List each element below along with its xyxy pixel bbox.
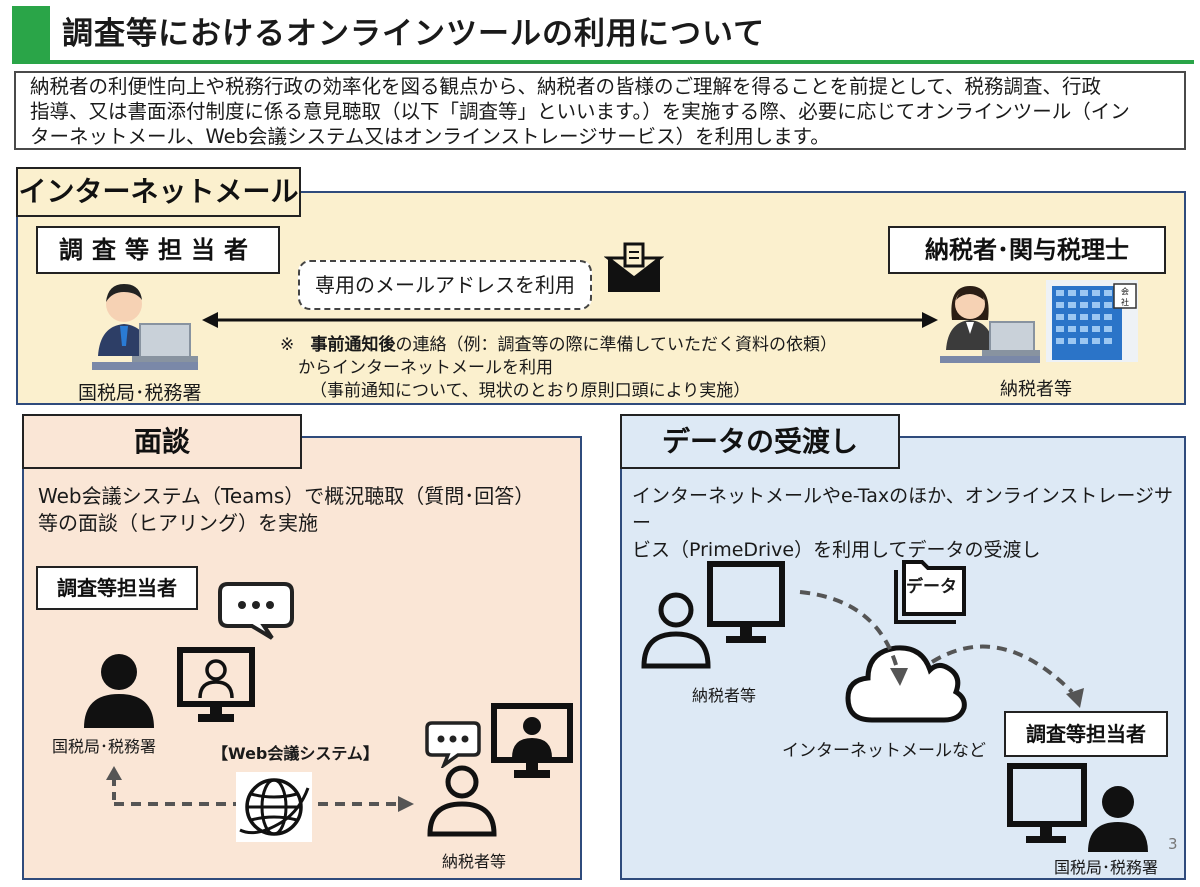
taxpayer-person-icon	[427, 765, 497, 837]
transfer-desc-line-1: インターネットメールやe-Taxのほか、オンラインストレージサー	[632, 485, 1174, 534]
transfer-description: インターネットメールやe-Taxのほか、オンラインストレージサー ビス（Prim…	[632, 483, 1177, 564]
page-title: 調査等におけるオンラインツールの利用について	[62, 16, 766, 52]
transfer-desc-line-2: ビス（PrimeDrive）を利用してデータの受渡し	[632, 539, 1041, 561]
title-accent-bar	[12, 6, 50, 60]
globe-icon	[236, 772, 312, 842]
taxpayer-at-monitor-icon	[641, 561, 785, 669]
company-sign-char-1: 会	[1121, 286, 1129, 296]
web-conference-label: 【Web会議システム】	[212, 744, 379, 763]
interview-description: Web会議システム（Teams）で概況聴取（質問･回答） 等の面談（ヒアリング）…	[38, 483, 568, 537]
intro-line-1: 納税者の利便性向上や税務行政の効率化を図る観点から、納税者の皆様のご理解を得るこ…	[30, 75, 1101, 98]
mail-note-line-2: からインターネットメールを利用	[298, 358, 553, 378]
mail-taxpayer-caption: 納税者等	[1000, 379, 1072, 400]
transfer-officer-label: 調査等担当者	[1004, 711, 1168, 757]
intro-line-2: 指導、又は書面添付制度に係る意見聴取（以下「調査等」といいます。）を実施する際、…	[30, 100, 1130, 123]
transfer-officer-caption: 国税局･税務署	[1054, 858, 1159, 877]
transfer-taxpayer-caption: 納税者等	[692, 686, 757, 705]
note-bold-text: 事前通知後	[310, 335, 396, 355]
taxpayer-at-laptop-icon	[940, 286, 1040, 363]
transfer-cloud-caption: インターネットメールなど	[782, 741, 986, 761]
data-flow-arrows	[799, 590, 1084, 708]
speech-bubble-icon	[218, 582, 294, 640]
internet-mail-heading: インターネットメール	[16, 167, 301, 217]
cloud-icon	[845, 645, 967, 723]
mail-officer-label: 調査等担当者	[36, 226, 280, 274]
dedicated-address-callout: 専用のメールアドレスを利用	[298, 260, 592, 310]
officer-person-icon	[84, 654, 154, 728]
interview-officer-label: 調査等担当者	[36, 566, 198, 610]
data-transfer-heading: データの受渡し	[620, 414, 900, 469]
intro-paragraph: 納税者の利便性向上や税務行政の効率化を図る観点から、納税者の皆様のご理解を得るこ…	[14, 71, 1186, 150]
monitor-with-person-icon	[177, 647, 255, 722]
note-mark: ※	[280, 335, 295, 355]
intro-line-3: ターネットメール、Web会議システム又はオンラインストレージサービス）を利用しま…	[30, 125, 830, 148]
company-sign-char-2: 社	[1121, 297, 1129, 307]
mail-exchange-arrow	[202, 312, 938, 328]
mail-taxpayer-label: 納税者･関与税理士	[888, 226, 1166, 274]
officer-at-monitor-icon	[1007, 763, 1148, 852]
interview-officer-caption: 国税局･税務署	[52, 737, 157, 756]
folder-icon	[894, 560, 966, 624]
company-building-icon: 会 社	[1046, 280, 1138, 362]
mail-note-line-1: ※ 事前通知後の連絡（例：調査等の際に準備していただく資料の依頼）	[280, 330, 837, 355]
officer-at-laptop-icon	[92, 284, 198, 370]
page-number: 3	[1168, 835, 1178, 853]
interview-heading: 面談	[22, 414, 302, 469]
envelope-icon	[604, 242, 664, 292]
mail-note-line-3: （事前通知について、現状のとおり原則口頭により実施）	[310, 381, 751, 401]
data-folder-label: データ	[906, 577, 957, 597]
monitor-with-officer-icon	[491, 703, 573, 778]
interview-desc-line-1: Web会議システム（Teams）で概況聴取（質問･回答）	[38, 484, 535, 508]
interview-desc-line-2: 等の面談（ヒアリング）を実施	[38, 511, 318, 535]
interview-taxpayer-caption: 納税者等	[442, 852, 507, 871]
taxpayer-speech-bubble-icon	[425, 721, 481, 768]
note-rest-text: の連絡（例：調査等の際に準備していただく資料の依頼）	[395, 335, 837, 355]
title-underline	[12, 60, 1194, 64]
mail-officer-caption: 国税局･税務署	[78, 382, 202, 404]
